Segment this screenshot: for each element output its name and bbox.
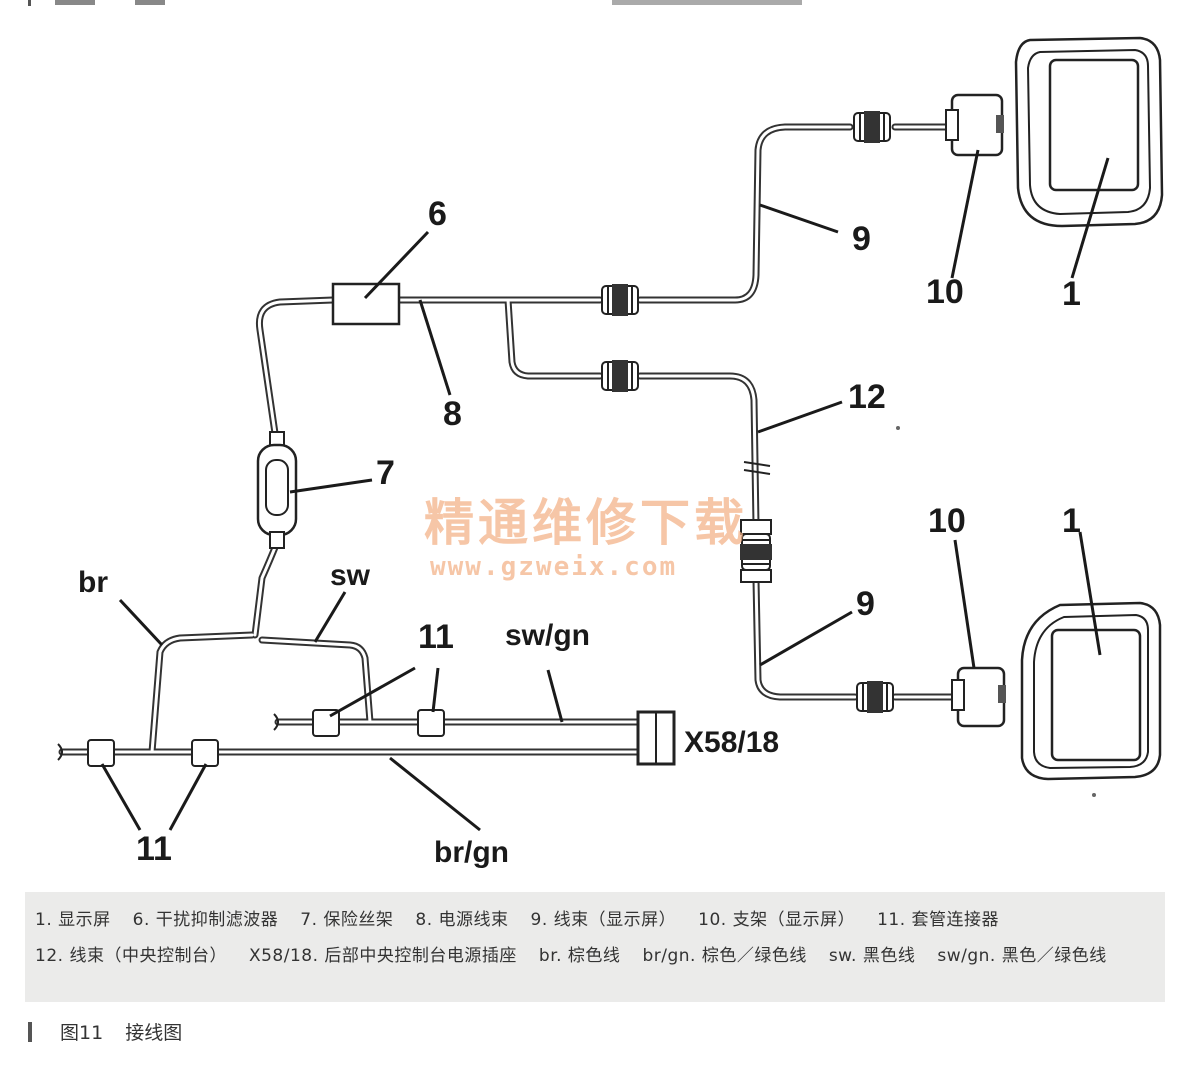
- legend-item: 7. 保险丝架: [300, 910, 394, 930]
- display-screen-upper: [1014, 36, 1164, 228]
- label-9-lower: 9: [856, 585, 875, 623]
- label-10-upper: 10: [926, 273, 964, 311]
- legend-item: 6. 干扰抑制滤波器: [132, 910, 279, 930]
- label-x58-18: X58/18: [684, 726, 779, 759]
- wires: [58, 123, 962, 756]
- label-1-upper: 1: [1062, 275, 1081, 313]
- sleeve-connector: [417, 709, 445, 737]
- display-screen-lower: [1020, 601, 1162, 781]
- label-6: 6: [428, 195, 447, 233]
- sleeve-connector: [312, 709, 340, 737]
- inline-connectors: [601, 110, 894, 714]
- fuse-holder: [256, 431, 298, 549]
- label-10-lower: 10: [928, 502, 966, 540]
- caption-title: 接线图: [125, 1022, 183, 1044]
- speck: [896, 426, 900, 430]
- sleeve-connectors: [87, 709, 445, 767]
- legend-item: X58/18. 后部中央控制台电源插座: [248, 946, 517, 966]
- wiring-diagram: 6 8 7 9 10 1 12 9 10 1 br sw 11 sw/gn X5…: [28, 0, 1164, 869]
- legend-item: 9. 线束（显示屏）: [530, 910, 677, 930]
- label-11-lower: 11: [136, 830, 172, 868]
- watermark-title: 精通维修下载: [424, 493, 748, 552]
- wire-highlights: [60, 125, 960, 754]
- legend-item: br. 棕色线: [538, 946, 621, 966]
- figure-caption: 图11 接线图: [28, 1018, 182, 1045]
- legend-panel: 1. 显示屏 6. 干扰抑制滤波器 7. 保险丝架 8. 电源线束 9. 线束（显示屏）…: [25, 892, 1165, 1002]
- label-swgn: sw/gn: [505, 619, 590, 652]
- label-7: 7: [376, 454, 395, 492]
- label-9-upper: 9: [852, 220, 871, 258]
- legend-item: 8. 电源线束: [415, 910, 509, 930]
- label-brgn: br/gn: [434, 836, 509, 869]
- legend-item: 11. 套管连接器: [877, 910, 1000, 930]
- label-br: br: [78, 566, 108, 599]
- watermark-url: www.gzweix.com: [430, 552, 677, 582]
- label-12: 12: [848, 378, 886, 416]
- callout-labels: 6 8 7 9 10 1 12 9 10 1 br sw 11 sw/gn X5…: [78, 195, 1081, 869]
- sleeve-connector: [87, 739, 115, 767]
- display-bracket-lower: [951, 666, 1006, 728]
- legend-item: br/gn. 棕色／绿色线: [642, 946, 807, 966]
- label-11-upper: 11: [418, 618, 454, 656]
- legend-item: 1. 显示屏: [35, 910, 111, 930]
- caption-bar: [28, 1021, 32, 1042]
- display-bracket-upper: [945, 93, 1004, 157]
- legend-item: sw. 黑色线: [828, 946, 916, 966]
- label-sw: sw: [330, 559, 371, 592]
- watermark: 精通维修下载 www.gzweix.com: [424, 493, 748, 582]
- wire-cut-ends: [57, 713, 279, 761]
- interference-filter: [331, 282, 401, 326]
- legend-item: sw/gn. 黑色／绿色线: [937, 946, 1107, 966]
- legend-item: 12. 线束（中央控制台）: [35, 946, 227, 966]
- x58-18-socket: [636, 710, 676, 766]
- label-8: 8: [443, 395, 462, 433]
- leader-lines: [100, 149, 1110, 832]
- sleeve-connector: [191, 739, 219, 767]
- legend-item: 10. 支架（显示屏）: [698, 910, 856, 930]
- caption-number: 图11: [60, 1022, 104, 1044]
- top-cropped-header: [28, 0, 802, 6]
- label-1-lower: 1: [1062, 502, 1081, 540]
- speck: [1092, 793, 1096, 797]
